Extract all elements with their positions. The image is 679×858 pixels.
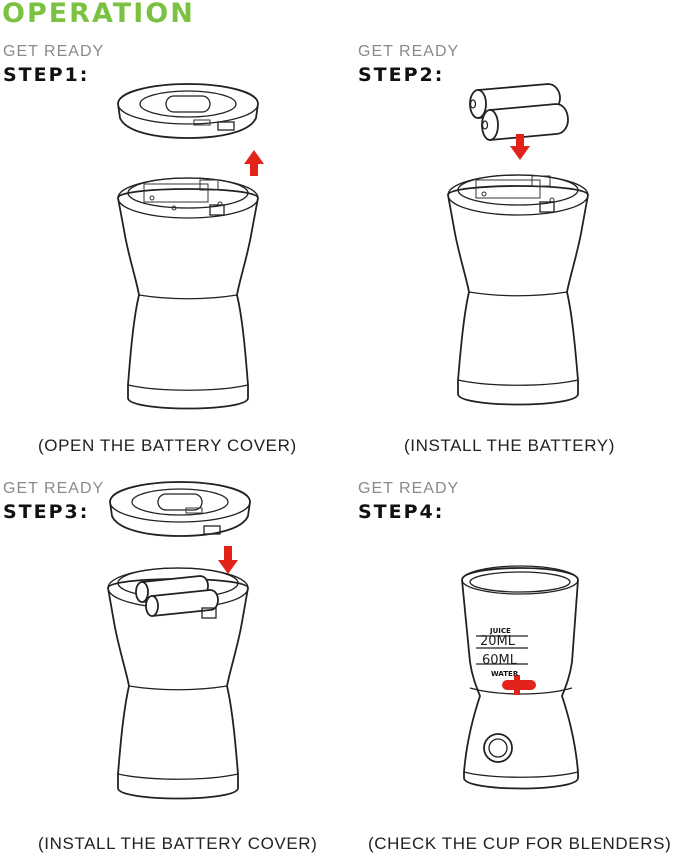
battery-cover <box>109 481 251 537</box>
device-body <box>107 567 249 800</box>
step4-caption: (CHECK THE CUP FOR BLENDERS) <box>368 834 672 853</box>
battery-pair-icon <box>469 83 569 141</box>
arrow-down-icon <box>218 546 238 574</box>
cup-mark-60ml: 60ML <box>482 653 518 668</box>
step4-illustration <box>461 565 579 790</box>
cup-mark-water: WATER <box>491 670 519 678</box>
step2-caption: (INSTALL THE BATTERY) <box>404 436 615 455</box>
step4-label: STEP4: <box>358 501 445 523</box>
cup-mark-juice: JUICE <box>490 627 511 635</box>
step4-kicker: GET READY <box>358 480 460 497</box>
step1-illustration <box>117 83 264 410</box>
step3-caption: (INSTALL THE BATTERY COVER) <box>38 834 318 853</box>
power-button-icon <box>483 733 513 763</box>
page-title: OPERATION <box>2 0 195 29</box>
cup-mark-20ml: 20ML <box>480 634 516 649</box>
battery-cover <box>117 83 259 139</box>
step1-label: STEP1: <box>3 64 90 86</box>
device-body <box>447 174 589 406</box>
step3-illustration <box>107 481 251 800</box>
step1-kicker: GET READY <box>3 43 105 60</box>
step2-illustration <box>447 83 589 406</box>
red-alignment-mark-icon <box>502 675 536 695</box>
step1-caption: (OPEN THE BATTERY COVER) <box>38 436 297 455</box>
step3-kicker: GET READY <box>3 480 105 497</box>
arrow-up-icon <box>244 150 264 176</box>
arrow-down-icon <box>510 134 530 160</box>
step2-kicker: GET READY <box>358 43 460 60</box>
step3-label: STEP3: <box>3 501 90 523</box>
device-body <box>117 177 259 410</box>
step2-label: STEP2: <box>358 64 445 86</box>
